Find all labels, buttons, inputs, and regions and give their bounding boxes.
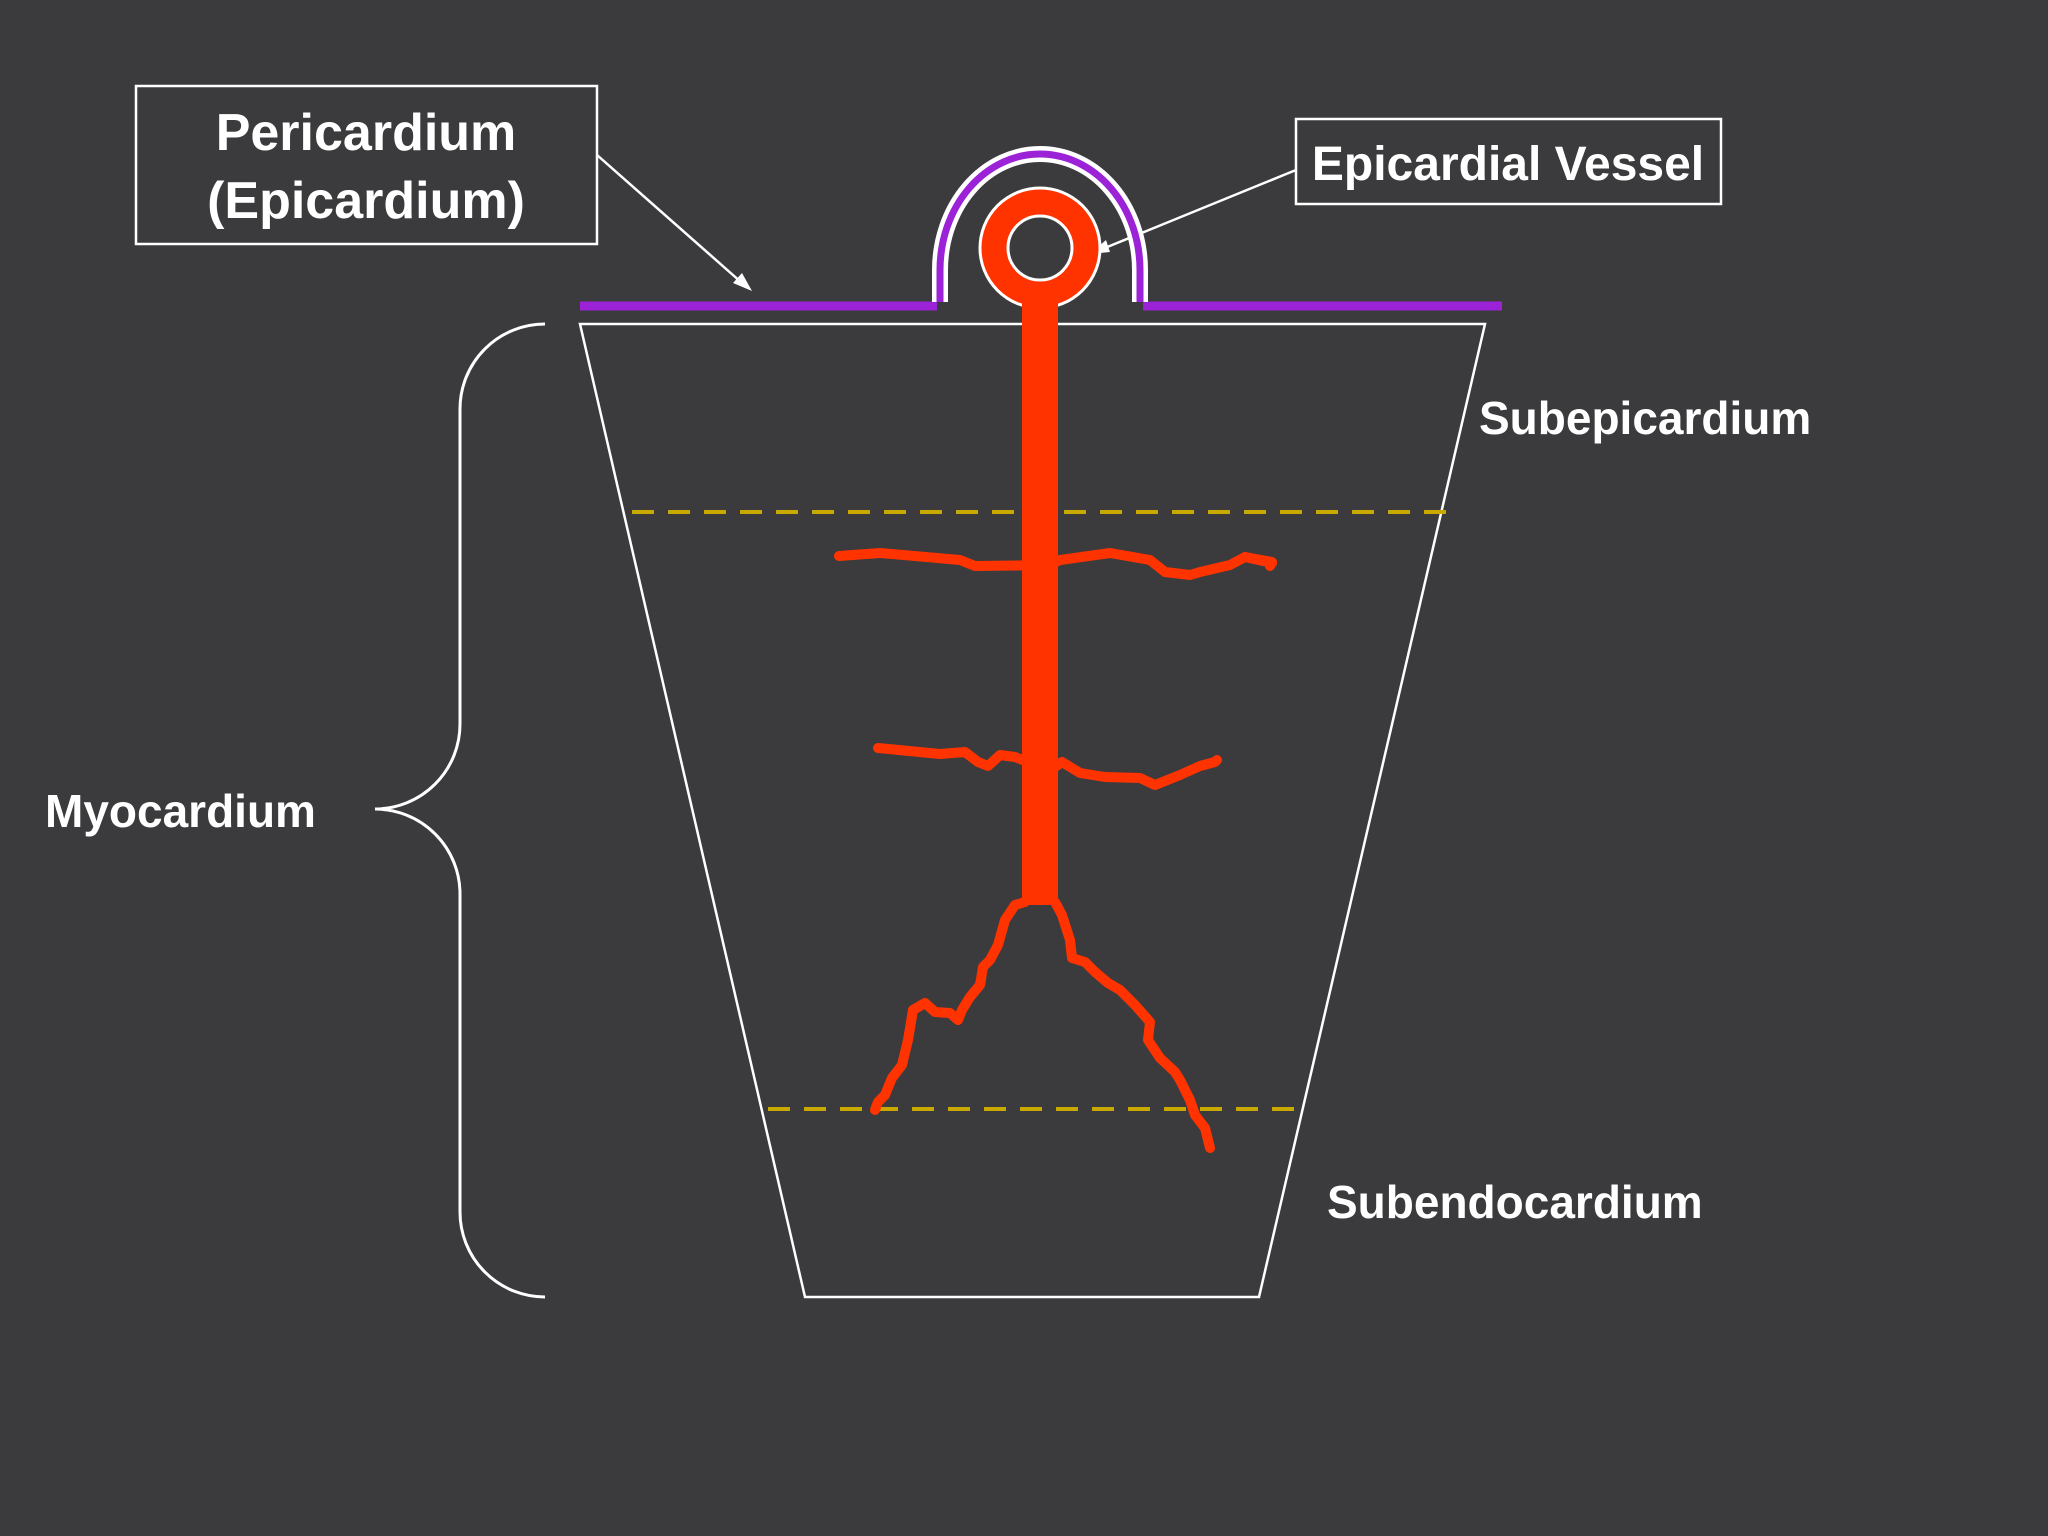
pericardium-cap-over-vessel-inner (936, 150, 1144, 302)
pericardium-label-line2: (Epicardium) (207, 172, 525, 230)
myocardium-wall-outline (578, 322, 1487, 1299)
epicardial-vessel-label-box (1294, 117, 1723, 206)
lower-left-branch-vessel (870, 897, 1030, 1115)
pericardium-label-box (134, 84, 599, 246)
pericardium-pointer-line (596, 154, 743, 284)
subendocardium-label: Subendocardium (1327, 1176, 1703, 1228)
upper-branch-vessel (834, 548, 1277, 580)
pericardium-label-line1: Pericardium (216, 104, 517, 162)
upper-branch-vessel-end (1240, 552, 1277, 568)
penetrating-vessel-trunk (1022, 300, 1058, 905)
epicardial-vessel-lumen (1006, 214, 1074, 282)
subepicardium-label: Subepicardium (1479, 392, 1811, 444)
middle-branch-vessel (873, 743, 1222, 790)
myocardium-label: Myocardium (45, 785, 316, 837)
pericardium-pointer-arrowhead (733, 273, 752, 291)
myocardium-brace (374, 322, 546, 1299)
lower-right-branch-vessel (1050, 897, 1215, 1153)
epicardial-vessel-label: Epicardial Vessel (1312, 138, 1704, 191)
